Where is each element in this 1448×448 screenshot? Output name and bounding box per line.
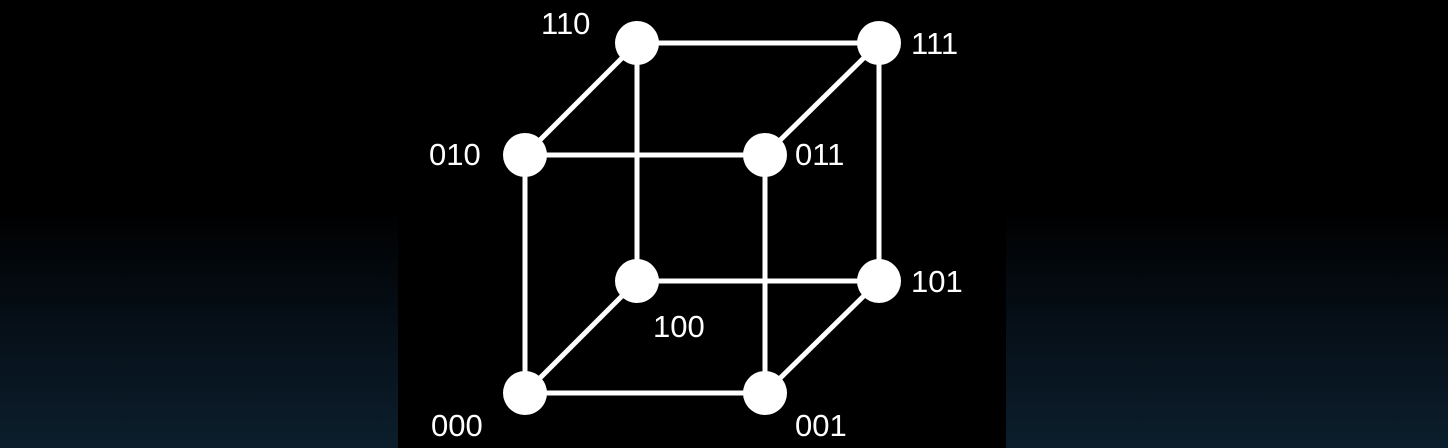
edges-layer bbox=[522, 40, 882, 396]
node-001 bbox=[743, 371, 787, 415]
node-label-011: 011 bbox=[795, 137, 844, 172]
edge-000-100 bbox=[522, 278, 640, 396]
node-101 bbox=[857, 259, 901, 303]
node-100 bbox=[615, 259, 659, 303]
node-010 bbox=[503, 133, 547, 177]
node-111 bbox=[857, 21, 901, 65]
edge-010-110 bbox=[522, 40, 640, 158]
node-label-110: 110 bbox=[541, 6, 590, 41]
node-110 bbox=[615, 21, 659, 65]
labels-layer: 000 001 010 011 100 101 110 111 bbox=[429, 6, 963, 443]
node-label-000: 000 bbox=[431, 408, 483, 443]
node-011 bbox=[743, 133, 787, 177]
edge-001-101 bbox=[762, 278, 882, 396]
diagram-panel bbox=[398, 0, 1006, 448]
nodes-layer bbox=[503, 21, 901, 415]
node-label-100: 100 bbox=[653, 309, 705, 344]
node-label-111: 111 bbox=[911, 26, 958, 61]
node-label-010: 010 bbox=[429, 137, 481, 172]
node-label-001: 001 bbox=[795, 408, 847, 443]
node-label-101: 101 bbox=[911, 264, 963, 299]
edge-011-111 bbox=[762, 40, 882, 158]
node-000 bbox=[503, 371, 547, 415]
